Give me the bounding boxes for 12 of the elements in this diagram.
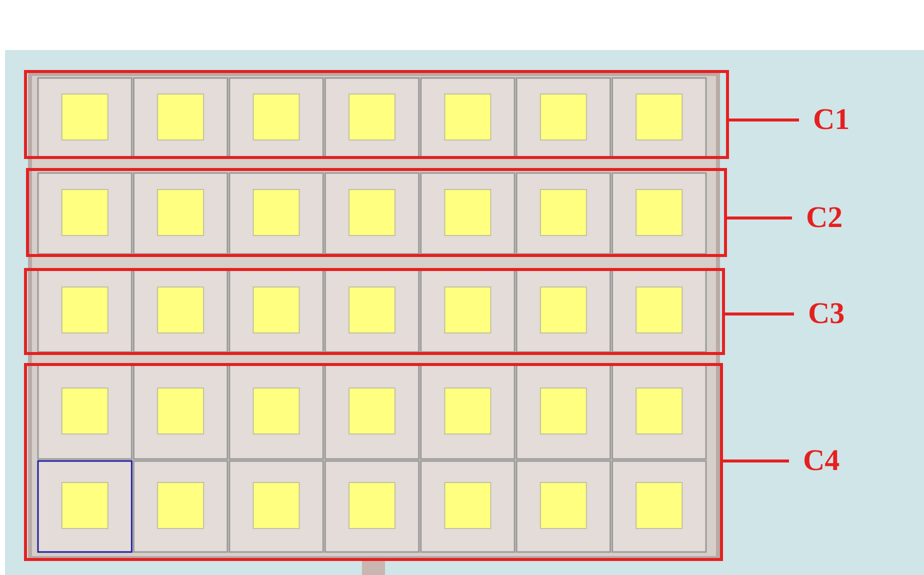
- row-label: C1: [813, 102, 850, 138]
- row-label: C2: [806, 200, 843, 236]
- group-outline: [24, 268, 725, 355]
- row-label: C3: [808, 296, 845, 332]
- leader-line: [725, 312, 794, 316]
- group-outline: [24, 70, 729, 159]
- leader-line: [723, 460, 789, 462]
- group-outline: [26, 168, 727, 257]
- leader-line: [727, 216, 792, 220]
- row-label: C4: [803, 443, 840, 479]
- leader-line: [729, 118, 799, 122]
- group-outline: [24, 363, 723, 561]
